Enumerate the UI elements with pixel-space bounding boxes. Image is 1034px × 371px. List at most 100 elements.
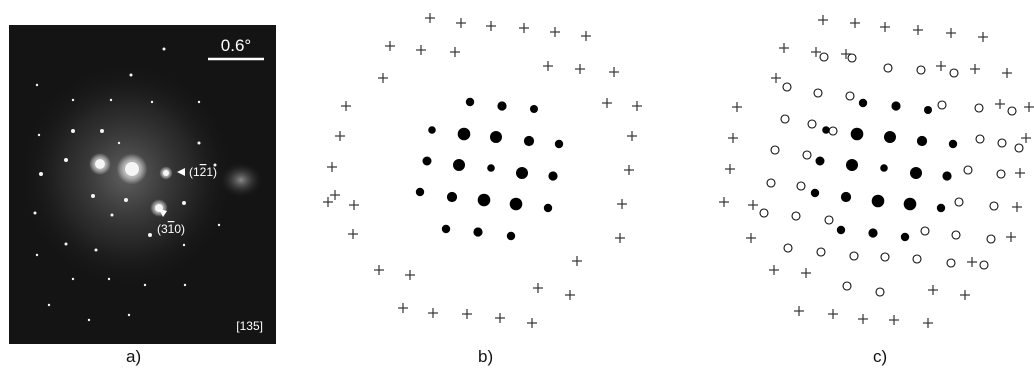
open-circle — [884, 64, 892, 72]
diffraction-spot — [108, 278, 110, 280]
filled-dot — [816, 157, 825, 166]
plus-marker — [1021, 133, 1031, 143]
open-circle — [771, 146, 779, 154]
open-circle — [803, 151, 811, 159]
schematic-b — [318, 10, 648, 340]
diffraction-spot — [64, 158, 68, 162]
filled-dot — [423, 157, 432, 166]
open-circle — [975, 104, 983, 112]
filled-dot — [924, 106, 932, 114]
filled-dot — [880, 164, 888, 172]
filled-dot — [524, 136, 534, 146]
open-circle — [792, 212, 800, 220]
diffraction-spot — [151, 101, 153, 103]
diffraction-spot — [128, 314, 130, 316]
plus-marker — [748, 200, 758, 210]
diffraction-spot — [124, 198, 128, 202]
plus-marker — [995, 99, 1005, 109]
open-circle — [980, 261, 988, 269]
open-circle — [829, 127, 837, 135]
plus-marker — [1002, 68, 1012, 78]
plus-marker — [416, 45, 426, 55]
filled-dot — [846, 159, 858, 171]
plus-marker — [450, 47, 460, 57]
zone-axis-label: [135] — [236, 319, 263, 333]
diffraction-spot — [100, 129, 104, 133]
plus-marker — [978, 32, 988, 42]
plus-marker — [719, 197, 729, 207]
filled-dot — [510, 198, 523, 211]
open-circle — [820, 53, 828, 61]
open-circle — [938, 101, 946, 109]
open-circle — [797, 182, 805, 190]
open-circle — [917, 66, 925, 74]
filled-dot — [811, 189, 819, 197]
open-circle — [1008, 107, 1016, 115]
plus-marker — [632, 101, 642, 111]
plus-marker — [746, 233, 756, 243]
scale-bar-label: 0.6° — [221, 36, 251, 55]
diffraction-spot — [65, 243, 68, 246]
plus-marker — [486, 21, 496, 31]
open-circle — [952, 231, 960, 239]
diffraction-spot — [36, 84, 38, 86]
filled-dot — [837, 226, 845, 234]
diffraction-spot — [183, 244, 185, 246]
open-circle — [955, 198, 963, 206]
plus-marker — [913, 25, 923, 35]
open-circles — [760, 53, 1023, 296]
beam-stop-smudge — [219, 162, 263, 198]
open-circle — [881, 253, 889, 261]
open-circle — [784, 244, 792, 252]
plus-marker — [398, 303, 408, 313]
plus-marker — [1024, 102, 1034, 112]
plus-marker — [543, 61, 553, 71]
filled-dot — [555, 140, 563, 148]
open-circle — [947, 259, 955, 267]
plus-marker — [348, 229, 358, 239]
plus-marker — [327, 162, 337, 172]
diffraction-spot — [163, 48, 166, 51]
filled-dot — [466, 98, 474, 106]
plus-marker — [378, 73, 388, 83]
diffraction-spot — [91, 194, 95, 198]
caption-b: b) — [478, 347, 493, 367]
open-circle — [976, 135, 984, 143]
plus-marker — [794, 306, 804, 316]
plus-marker — [946, 28, 956, 38]
open-circle — [950, 69, 958, 77]
diffraction-spot — [111, 214, 114, 217]
plus-marker — [889, 315, 899, 325]
plus-markers — [719, 15, 1034, 328]
filled-dot — [473, 227, 482, 236]
open-circle — [846, 92, 854, 100]
schematic-panel-b — [318, 10, 648, 340]
diffraction-spot — [36, 254, 38, 256]
plus-marker — [725, 164, 735, 174]
diffraction-spot — [95, 159, 105, 169]
plus-marker — [811, 47, 821, 57]
diffraction-spot — [163, 170, 169, 176]
plus-marker — [928, 285, 938, 295]
plus-marker — [374, 265, 384, 275]
plus-marker — [572, 256, 582, 266]
plus-marker — [349, 200, 359, 210]
filled-dot — [490, 131, 502, 143]
filled-dot — [937, 204, 945, 212]
plus-marker — [385, 41, 395, 51]
open-circle — [876, 288, 884, 296]
plus-marker — [960, 290, 970, 300]
open-circle — [781, 115, 789, 123]
filled-dot — [442, 225, 450, 233]
filled-dot — [868, 228, 877, 237]
filled-dot — [822, 126, 830, 134]
filled-dot — [949, 140, 957, 148]
open-circle — [783, 83, 791, 91]
open-circle — [848, 54, 856, 62]
open-circle — [843, 282, 851, 290]
plus-marker — [462, 309, 472, 319]
open-circle — [990, 202, 998, 210]
filled-dot — [910, 167, 922, 179]
schematic-c — [715, 10, 1034, 340]
filled-dot — [416, 188, 424, 196]
